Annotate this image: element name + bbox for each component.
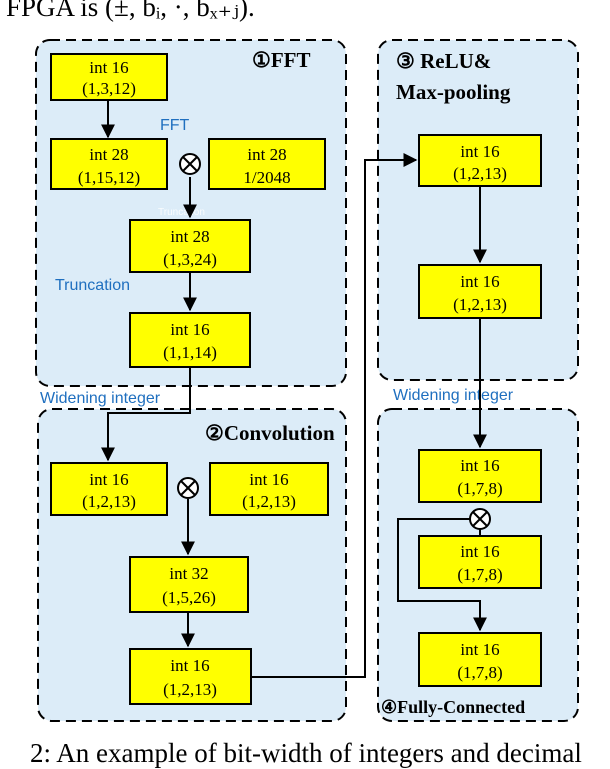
arrow-conv-to-relu bbox=[251, 153, 418, 678]
panel-relu-title-line2: Max-pooling bbox=[396, 80, 511, 104]
box-label: int 16 bbox=[460, 456, 499, 475]
box-label: int 28 bbox=[89, 145, 128, 164]
box-relu-input: int 16 (1,2,13) bbox=[418, 134, 542, 187]
box-label: int 16 bbox=[89, 58, 128, 77]
box-fft-constant: int 28 1/2048 bbox=[208, 138, 326, 190]
multiply-operator-fc bbox=[469, 508, 491, 530]
arrow-fft-to-conv bbox=[101, 367, 191, 462]
box-fc-weight: int 16 (1,7,8) bbox=[418, 535, 542, 589]
multiply-operator-conv bbox=[177, 477, 199, 499]
panel-conv-title: ②Convolution bbox=[205, 421, 335, 445]
box-label: int 16 bbox=[460, 640, 499, 659]
panel-fc-title: ④Fully-Connected bbox=[381, 697, 525, 717]
box-fft-output: int 16 (1,1,14) bbox=[129, 312, 251, 368]
box-format: 1/2048 bbox=[243, 168, 290, 187]
box-label: int 16 bbox=[89, 470, 128, 489]
box-label: int 16 bbox=[170, 656, 209, 675]
connectors bbox=[101, 100, 487, 678]
box-relu-output: int 16 (1,2,13) bbox=[418, 264, 542, 319]
box-format: (1,2,13) bbox=[82, 492, 136, 511]
box-label: int 16 bbox=[170, 320, 209, 339]
annotation-truncation-ghost: Truncation bbox=[158, 207, 205, 218]
box-conv-output: int 16 (1,2,13) bbox=[129, 648, 252, 705]
header-text: FPGA is (±, bᵢ, ·, bₓ₊ⱼ). bbox=[6, 0, 255, 22]
box-format: (1,1,14) bbox=[163, 343, 217, 362]
box-format: (1,7,8) bbox=[457, 663, 502, 682]
box-format: (1,3,12) bbox=[82, 79, 136, 98]
box-fc-input: int 16 (1,7,8) bbox=[418, 449, 542, 503]
box-label: int 28 bbox=[170, 227, 209, 246]
box-label: int 16 bbox=[460, 142, 499, 161]
panel-fft-title: ①FFT bbox=[252, 48, 311, 72]
box-conv-weight: int 16 (1,2,13) bbox=[209, 462, 329, 516]
box-format: (1,3,24) bbox=[163, 250, 217, 269]
box-conv-product: int 32 (1,5,26) bbox=[129, 556, 249, 613]
box-conv-input: int 16 (1,2,13) bbox=[50, 462, 168, 516]
box-fft-truncated: int 28 (1,3,24) bbox=[129, 219, 251, 273]
annotation-widening-right: Widening integer bbox=[393, 387, 514, 404]
box-label: int 32 bbox=[169, 564, 208, 583]
box-fc-output: int 16 (1,7,8) bbox=[418, 632, 542, 687]
multiply-operator-fft bbox=[179, 153, 201, 175]
box-format: (1,5,26) bbox=[162, 588, 216, 607]
box-label: int 16 bbox=[460, 542, 499, 561]
box-format: (1,2,13) bbox=[453, 295, 507, 314]
figure-caption: 2: An example of bit-width of integers a… bbox=[30, 738, 582, 768]
box-format: (1,2,13) bbox=[453, 164, 507, 183]
box-label: int 16 bbox=[460, 272, 499, 291]
box-label: int 28 bbox=[247, 145, 286, 164]
annotation-fft: FFT bbox=[160, 117, 190, 134]
box-format: (1,7,8) bbox=[457, 565, 502, 584]
box-fft-multiply-result: int 28 (1,15,12) bbox=[50, 138, 168, 190]
box-format: (1,15,12) bbox=[78, 168, 140, 187]
box-label: int 16 bbox=[249, 470, 288, 489]
box-format: (1,2,13) bbox=[163, 680, 217, 699]
box-fft-input: int 16 (1,3,12) bbox=[50, 53, 168, 101]
annotation-widening-left: Widening integer bbox=[40, 390, 161, 407]
annotation-truncation: Truncation bbox=[55, 277, 130, 294]
box-format: (1,2,13) bbox=[242, 492, 296, 511]
panel-relu-title-line1: ③ ReLU& bbox=[396, 49, 491, 73]
box-format: (1,7,8) bbox=[457, 479, 502, 498]
